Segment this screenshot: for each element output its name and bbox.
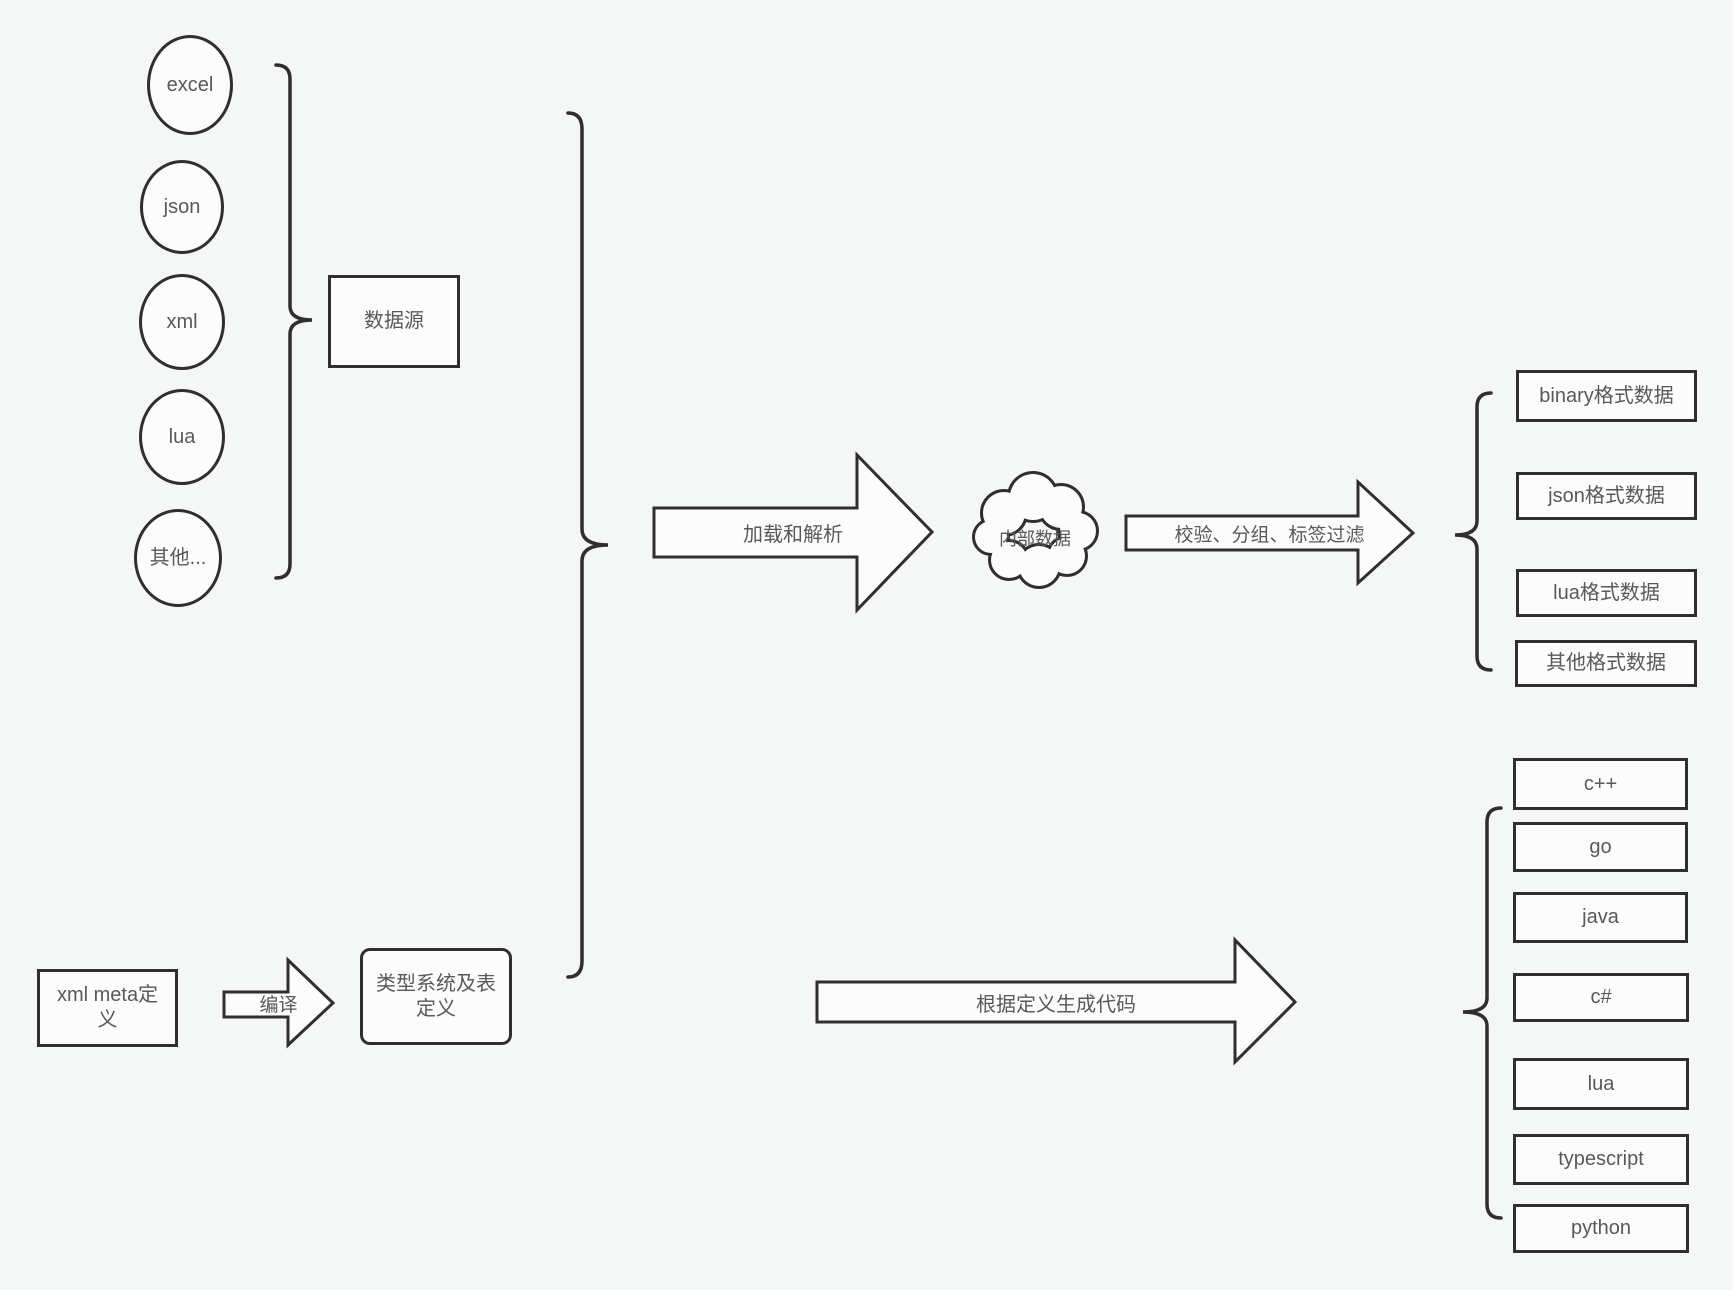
format-box-json-label: json格式数据: [1548, 484, 1665, 507]
load-parse-arrow: [652, 451, 935, 614]
format-box-other: 其他格式数据: [1515, 640, 1697, 687]
lang-box-java: java: [1513, 892, 1688, 943]
lang-box-cpp-label: c++: [1583, 772, 1618, 795]
source-node-other: 其他...: [134, 509, 222, 607]
languages-brace: [1462, 806, 1503, 1220]
source-node-json-label: json: [163, 195, 201, 218]
source-node-excel: excel: [147, 35, 233, 135]
format-box-json: json格式数据: [1516, 472, 1697, 520]
lang-box-python-label: python: [1570, 1217, 1632, 1239]
lang-box-go-label: go: [1589, 835, 1612, 858]
source-node-excel-label: excel: [166, 73, 214, 96]
xml-meta-box: xml meta定义: [37, 969, 178, 1047]
format-box-lua-label: lua格式数据: [1553, 581, 1660, 604]
compile-arrow: [222, 956, 336, 1049]
format-box-binary: binary格式数据: [1516, 370, 1697, 422]
type-system-box-label: 类型系统及表定义: [376, 972, 496, 1020]
data-source-box-label: 数据源: [364, 310, 424, 332]
source-node-xml-label: xml: [166, 310, 198, 333]
lang-box-go: go: [1513, 822, 1688, 872]
main-brace: [566, 111, 609, 979]
data-source-box: 数据源: [328, 275, 460, 368]
source-node-lua: lua: [139, 389, 225, 485]
lang-box-lua-label: lua: [1587, 1072, 1615, 1095]
lang-box-cpp: c++: [1513, 758, 1688, 810]
filter-arrow: [1124, 478, 1416, 587]
lang-box-typescript-label: typescript: [1558, 1148, 1644, 1170]
source-node-other-label: 其他...: [149, 546, 207, 569]
formats-brace: [1454, 391, 1493, 672]
lang-box-typescript: typescript: [1513, 1134, 1689, 1185]
codegen-arrow: [815, 936, 1298, 1066]
lang-box-java-label: java: [1582, 906, 1619, 928]
lang-box-lua: lua: [1513, 1058, 1689, 1110]
lang-box-python: python: [1513, 1204, 1689, 1253]
source-node-lua-label: lua: [168, 425, 196, 448]
xml-meta-box-label: xml meta定义: [56, 984, 159, 1031]
type-system-box: 类型系统及表定义: [360, 948, 512, 1045]
format-box-lua: lua格式数据: [1516, 569, 1697, 617]
format-box-binary-label: binary格式数据: [1539, 384, 1674, 407]
source-node-json: json: [140, 160, 224, 254]
format-box-other-label: 其他格式数据: [1546, 652, 1666, 674]
lang-box-csharp: c#: [1513, 973, 1689, 1022]
sources-brace: [274, 63, 313, 580]
source-node-xml: xml: [139, 274, 225, 370]
internal-data-cloud: [972, 471, 1099, 589]
lang-box-csharp-label: c#: [1590, 986, 1612, 1008]
